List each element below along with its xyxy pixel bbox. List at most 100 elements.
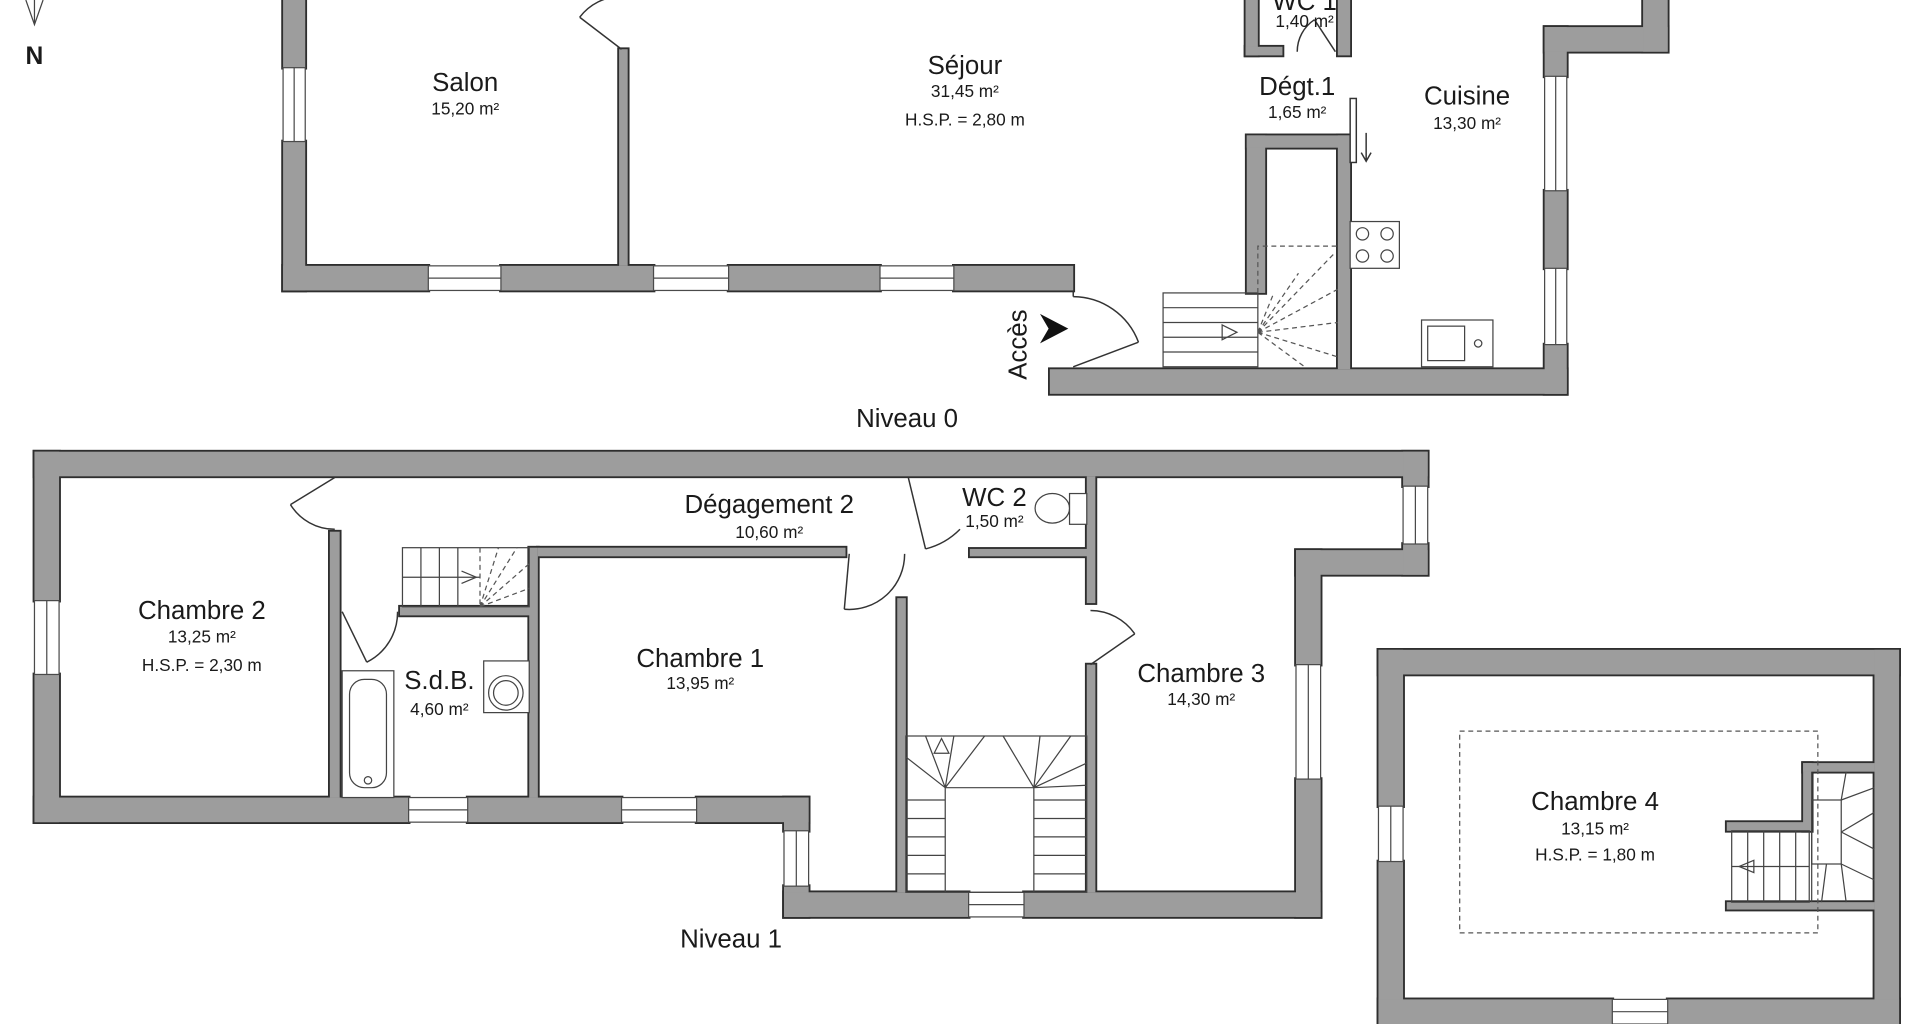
washbasin-inner xyxy=(492,680,519,706)
burner xyxy=(1355,249,1370,263)
door-leaf-entrance xyxy=(1072,341,1139,368)
window xyxy=(1544,267,1568,346)
room-name-degt-1: Dégt.1 xyxy=(1259,73,1335,101)
washbasin xyxy=(483,660,530,714)
stair-outline xyxy=(905,735,1088,893)
room-name-sejour: Séjour xyxy=(928,52,1003,80)
access-label: Accès xyxy=(1004,309,1032,379)
window xyxy=(33,600,60,676)
room-name-chambre-1: Chambre 1 xyxy=(636,645,764,673)
room-name-chambre-2: Chambre 2 xyxy=(138,597,266,625)
window xyxy=(1377,805,1404,863)
cooktop-frame xyxy=(1349,220,1401,269)
door-swing-wc-2 xyxy=(925,528,961,550)
stair-treads xyxy=(1731,830,1810,903)
door-leaf-chambre-3 xyxy=(1090,633,1136,666)
stair-winders xyxy=(479,547,530,608)
stair-direction-arrow xyxy=(1221,323,1239,341)
room-name-degagement-2: Dégagement 2 xyxy=(685,491,854,519)
stair-treads xyxy=(402,547,480,607)
room-area-chambre-3: 14,30 m² xyxy=(1167,689,1235,709)
door-swing-salon xyxy=(579,0,605,18)
stair-winders xyxy=(1257,245,1339,368)
sink-tap xyxy=(1473,339,1483,348)
stair-treads-right xyxy=(1033,799,1087,875)
door-leaf-cuisine xyxy=(1349,97,1358,164)
kitchen-sink xyxy=(1420,319,1494,368)
burner xyxy=(1380,227,1394,241)
north-arrow-icon xyxy=(25,0,44,27)
room-area-chambre-4: 13,15 m² xyxy=(1561,818,1629,838)
window xyxy=(282,67,306,143)
room-area-wc-1: 1,40 m² xyxy=(1275,11,1334,31)
door-swing-chambre-3 xyxy=(1090,609,1136,635)
window xyxy=(408,796,469,823)
window xyxy=(1295,664,1322,780)
level-1-title: Niveau 1 xyxy=(680,926,782,954)
burner xyxy=(1355,227,1370,241)
labels-chambre-4: Chambre 4 13,15 m² H.S.P. = 1,80 m xyxy=(1531,788,1659,864)
windows xyxy=(33,67,1669,1024)
sink-basin xyxy=(1427,325,1466,362)
window xyxy=(1544,75,1568,192)
stair-treads-left xyxy=(905,799,946,875)
staircase-level-0 xyxy=(1162,245,1339,368)
bathtub-drain xyxy=(363,776,373,785)
access-arrow-icon xyxy=(1040,313,1069,344)
door-leaf-wc-1 xyxy=(1313,19,1337,53)
window xyxy=(968,891,1025,918)
window xyxy=(620,796,698,823)
window xyxy=(652,265,730,292)
window xyxy=(427,265,502,292)
window xyxy=(879,265,955,292)
labels-level-1: Dégagement 2 10,60 m² WC 2 1,50 m² Chamb… xyxy=(138,484,1265,954)
room-name-chambre-4: Chambre 4 xyxy=(1531,788,1659,816)
room-height-sejour: H.S.P. = 2,80 m xyxy=(905,110,1025,130)
door-leaf-wc-2 xyxy=(907,477,927,550)
door-leaf-sdb xyxy=(341,611,368,663)
room-area-sejour: 31,45 m² xyxy=(931,81,999,101)
room-height-chambre-2: H.S.P. = 2,30 m xyxy=(142,655,262,675)
room-name-wc-2: WC 2 xyxy=(962,484,1027,512)
level-0-title: Niveau 0 xyxy=(856,405,958,433)
stair-treads xyxy=(1163,307,1258,353)
door-leaf-chambre-2 xyxy=(290,476,336,506)
door-swing-sdb xyxy=(366,611,399,663)
door-swing-chambre-2 xyxy=(289,504,335,530)
staircase-degagement-2 xyxy=(401,547,530,608)
toilet-tank xyxy=(1068,492,1088,525)
room-area-salon: 15,20 m² xyxy=(431,98,499,118)
door-leaf-salon xyxy=(579,16,622,50)
toilet-bowl xyxy=(1034,492,1071,524)
stair-direction-arrow xyxy=(933,737,950,754)
door-swing-entrance xyxy=(1073,295,1140,343)
cooktop xyxy=(1349,220,1401,269)
stair-direction-arrow xyxy=(1737,859,1755,874)
window xyxy=(1402,485,1429,545)
stair-outline xyxy=(1162,292,1259,368)
stair-direction-arrow xyxy=(461,570,478,584)
room-height-chambre-4: H.S.P. = 1,80 m xyxy=(1535,844,1655,864)
room-area-wc-2: 1,50 m² xyxy=(965,511,1024,531)
sloped-ceiling-outline xyxy=(1459,730,1819,934)
room-area-degagement-2: 10,60 m² xyxy=(735,522,803,542)
room-name-salon: Salon xyxy=(432,69,498,97)
labels-level-0: Salon 15,20 m² Séjour 31,45 m² H.S.P. = … xyxy=(431,0,1510,433)
fixtures xyxy=(341,220,1494,799)
stair-winders xyxy=(905,735,1088,789)
doors xyxy=(289,0,1372,666)
room-area-cuisine: 13,30 m² xyxy=(1433,113,1501,133)
room-name-chambre-3: Chambre 3 xyxy=(1137,660,1265,688)
north-label: N xyxy=(26,43,44,70)
room-area-degt-1: 1,65 m² xyxy=(1268,102,1327,122)
stair-newel xyxy=(944,787,1035,893)
toilet xyxy=(1034,492,1088,525)
room-area-chambre-2: 13,25 m² xyxy=(168,626,236,646)
window xyxy=(1611,998,1669,1024)
room-area-sdb: 4,60 m² xyxy=(410,699,469,719)
door-swing-chambre-1 xyxy=(844,553,906,611)
stair-winders xyxy=(1811,771,1875,903)
window xyxy=(783,830,810,887)
staircase-level-1 xyxy=(905,735,1088,893)
